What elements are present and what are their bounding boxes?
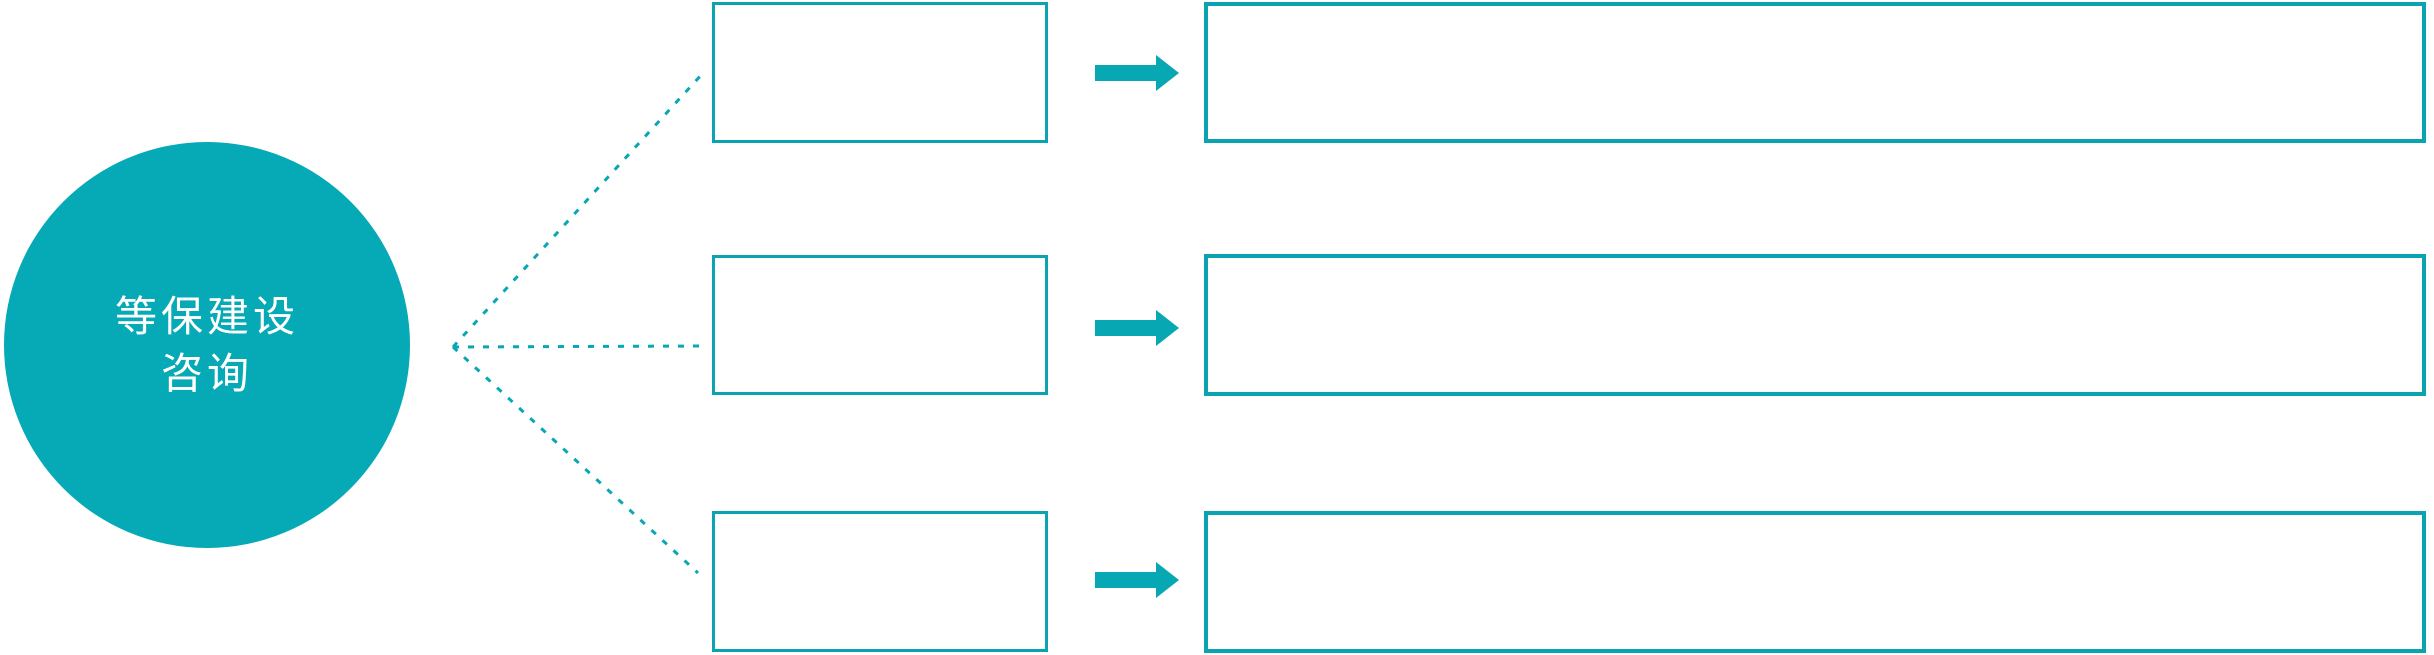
- step-box-2-label: [715, 258, 1045, 392]
- hub-label-line2: 咨询: [160, 350, 253, 397]
- detail-box-2: [1204, 254, 2426, 396]
- step-box-3: [712, 511, 1048, 652]
- step-box-1-label: [715, 5, 1045, 140]
- right-arrow-icon-2: [1095, 310, 1179, 346]
- hub-label-line1: 等保建设: [114, 293, 299, 340]
- detail-box-1-label: [1208, 6, 2422, 139]
- detail-box-3-label: [1208, 515, 2422, 649]
- dotted-connector-middle: [452, 344, 701, 349]
- hub-circle: 等保建设 咨询: [4, 142, 410, 548]
- dotted-connector-top: [451, 71, 705, 349]
- step-box-1: [712, 2, 1048, 143]
- detail-box-1: [1204, 2, 2426, 143]
- detail-box-3: [1204, 511, 2426, 653]
- right-arrow-icon-3: [1095, 562, 1179, 598]
- right-arrow-icon-1: [1095, 55, 1179, 91]
- detail-box-2-label: [1208, 258, 2422, 392]
- step-box-2: [712, 255, 1048, 395]
- dotted-connector-bottom: [451, 345, 700, 575]
- step-box-3-label: [715, 514, 1045, 649]
